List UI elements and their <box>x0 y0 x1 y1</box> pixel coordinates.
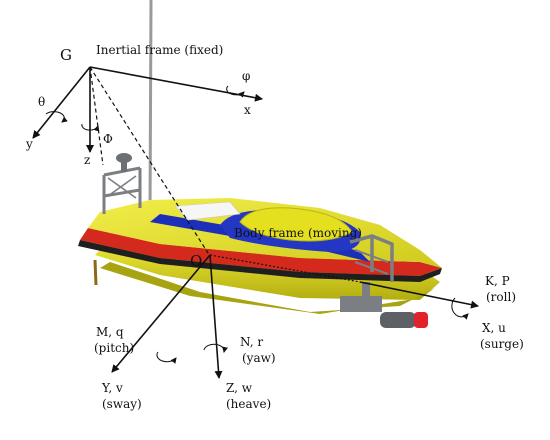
inertial-to-body-line <box>89 66 209 254</box>
roll-rotation-icon <box>451 297 469 320</box>
sensor-post <box>121 158 127 172</box>
surge-name-label: (surge) <box>480 337 524 351</box>
sensor-frame <box>102 166 142 214</box>
heave-axis-label: Z, w <box>226 381 253 395</box>
sway-name-label: (sway) <box>102 397 142 411</box>
yaw-rotation-icon <box>203 343 229 353</box>
body-frame-title: Body frame (moving) <box>234 226 362 240</box>
body-frame: O Body frame (moving) K, P (roll) X, u (… <box>94 226 524 411</box>
theta-label: θ <box>38 95 45 109</box>
surge-axis-label: X, u <box>482 321 506 335</box>
usv-boat-illustration <box>78 0 442 328</box>
surge-motion-label: (roll) <box>486 290 516 304</box>
body-origin-label: O <box>190 252 202 270</box>
inertial-x-label: x <box>244 103 251 117</box>
surge-force-label: K, P <box>485 274 510 288</box>
sway-motion-label: (pitch) <box>94 341 134 355</box>
heave-force-label: N, r <box>240 335 263 349</box>
hull-red-stripe <box>80 228 442 276</box>
inertial-y-axis <box>32 66 91 139</box>
sway-axis-label: Y, v <box>101 381 123 395</box>
Phi-label: Φ <box>103 132 113 146</box>
stern-frame <box>349 234 394 282</box>
body-X-axis <box>359 281 479 309</box>
body-Z-axis <box>209 254 223 379</box>
body-Y-axis <box>111 254 211 373</box>
bow-post <box>93 259 98 286</box>
inertial-frame-title: Inertial frame (fixed) <box>96 43 223 57</box>
inertial-projection-line <box>89 66 104 166</box>
hull-bottom <box>100 262 435 314</box>
antenna-mast <box>148 0 153 216</box>
inertial-y-label: y <box>25 137 33 151</box>
deck-hatch <box>239 207 353 242</box>
theta-rotation-icon <box>45 111 68 123</box>
phi-label: φ <box>242 69 250 83</box>
phi-rotation-icon <box>226 85 245 98</box>
body-surge-dotted <box>209 254 361 283</box>
hull-black-rail <box>78 240 442 282</box>
inertial-frame: G Inertial frame (fixed) x y z φ θ Φ <box>25 43 263 254</box>
Phi-rotation-icon <box>81 123 100 132</box>
heave-name-label: (heave) <box>226 397 271 411</box>
pitch-rotation-icon <box>156 351 177 364</box>
sway-force-label: M, q <box>96 325 124 339</box>
heave-motion-label: (yaw) <box>242 351 276 365</box>
thruster-assembly <box>340 282 428 328</box>
inertial-z-label: z <box>84 153 90 167</box>
inertial-x-axis <box>89 66 263 102</box>
inertial-origin-label: G <box>60 46 72 64</box>
